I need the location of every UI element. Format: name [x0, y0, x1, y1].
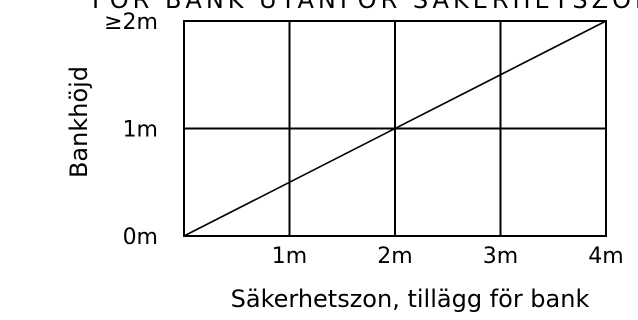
x-tick-label: 4m [588, 244, 623, 269]
y-tick-label: ≥2m [104, 10, 158, 35]
y-axis-label: Bankhöjd [65, 66, 93, 178]
x-axis-label: Säkerhetszon, tillägg för bank [231, 285, 590, 313]
x-tick-label: 2m [377, 244, 412, 269]
plot-grid [183, 20, 607, 237]
series-line [183, 20, 607, 237]
x-tick-label: 1m [272, 244, 307, 269]
y-tick-label: 0m [123, 225, 158, 250]
y-tick-label: 1m [123, 118, 158, 143]
plot-series [183, 20, 607, 237]
top-cut-caption: FÖR BANK UTANFÖR SÄKERHETSZONEN [92, 0, 638, 14]
x-tick-label: 3m [483, 244, 518, 269]
tick-labels: 1m 2m 3m 4m 0m 1m ≥2m [104, 10, 624, 269]
